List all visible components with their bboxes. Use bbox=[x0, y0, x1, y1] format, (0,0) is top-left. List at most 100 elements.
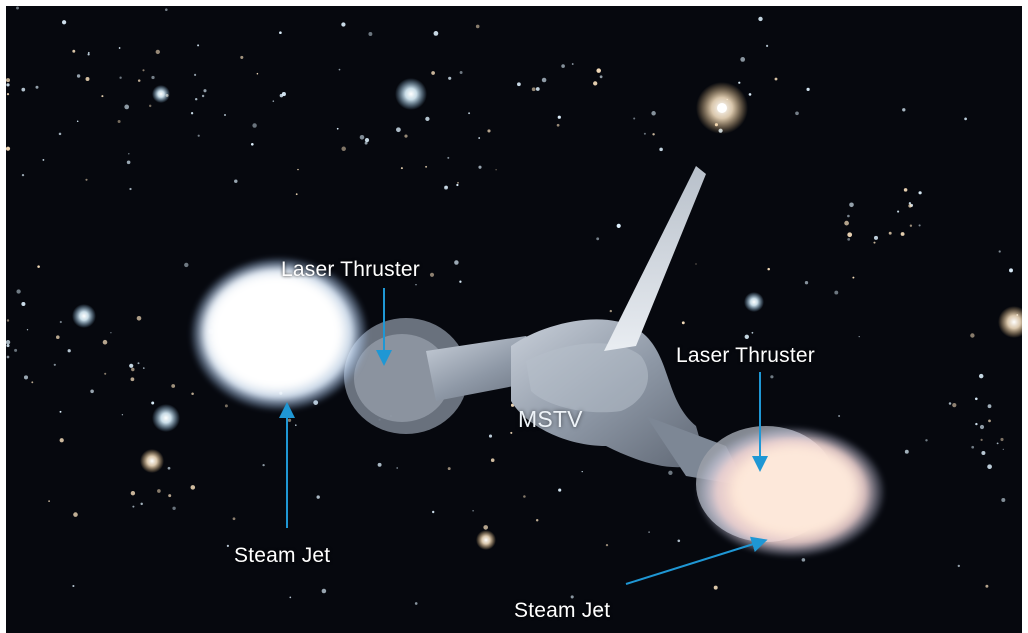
star bbox=[596, 68, 601, 73]
star bbox=[129, 363, 134, 368]
bright-star bbox=[744, 292, 764, 312]
star bbox=[751, 331, 754, 334]
star bbox=[558, 488, 562, 492]
star bbox=[1001, 498, 1006, 502]
star bbox=[909, 224, 913, 227]
star bbox=[359, 135, 365, 140]
star bbox=[90, 389, 94, 394]
star bbox=[597, 608, 602, 613]
star bbox=[425, 165, 428, 168]
star bbox=[85, 178, 88, 181]
star bbox=[695, 263, 697, 265]
star bbox=[987, 464, 992, 470]
star bbox=[806, 87, 810, 92]
star bbox=[151, 75, 155, 80]
star bbox=[844, 220, 849, 226]
star bbox=[140, 502, 143, 506]
star bbox=[457, 181, 459, 184]
star bbox=[232, 517, 236, 521]
star bbox=[130, 491, 136, 496]
star bbox=[593, 81, 598, 86]
star bbox=[14, 348, 18, 352]
star bbox=[289, 596, 292, 599]
bright-star bbox=[998, 306, 1022, 338]
star bbox=[272, 100, 275, 102]
star bbox=[87, 51, 90, 54]
star bbox=[908, 202, 912, 205]
star bbox=[16, 289, 21, 294]
star bbox=[766, 44, 769, 47]
star bbox=[964, 117, 967, 121]
star bbox=[142, 69, 145, 72]
star bbox=[744, 334, 749, 339]
label-laser-thruster-left: Laser Thruster bbox=[281, 258, 420, 281]
star bbox=[804, 281, 809, 285]
star bbox=[26, 329, 29, 331]
star bbox=[61, 20, 67, 25]
star bbox=[459, 280, 462, 283]
star bbox=[321, 588, 327, 594]
star bbox=[59, 320, 62, 324]
star bbox=[21, 87, 26, 92]
star bbox=[900, 232, 905, 236]
star bbox=[35, 85, 39, 89]
star bbox=[852, 276, 855, 279]
star bbox=[979, 424, 985, 430]
star bbox=[234, 179, 238, 183]
star bbox=[48, 500, 50, 502]
bright-star bbox=[395, 78, 427, 110]
bright-star bbox=[140, 449, 164, 473]
star bbox=[128, 153, 130, 155]
star bbox=[847, 232, 853, 238]
star bbox=[368, 32, 373, 36]
bright-star-core bbox=[717, 103, 727, 113]
star bbox=[87, 53, 90, 56]
star bbox=[191, 392, 194, 396]
star bbox=[652, 133, 655, 136]
star bbox=[510, 431, 513, 434]
star bbox=[531, 87, 536, 92]
star bbox=[377, 462, 382, 467]
star bbox=[541, 77, 547, 83]
star bbox=[609, 309, 612, 313]
star bbox=[137, 79, 141, 82]
star bbox=[58, 132, 62, 136]
star bbox=[748, 93, 752, 96]
central-body-highlight bbox=[526, 343, 649, 413]
star bbox=[201, 94, 205, 98]
star bbox=[224, 114, 226, 116]
star bbox=[226, 544, 230, 548]
star bbox=[1000, 437, 1004, 442]
star bbox=[190, 112, 194, 115]
star bbox=[488, 434, 493, 438]
star bbox=[902, 108, 906, 112]
star bbox=[124, 104, 130, 110]
star bbox=[341, 22, 346, 27]
star bbox=[444, 185, 448, 190]
star bbox=[970, 333, 975, 338]
star bbox=[72, 584, 75, 588]
star bbox=[137, 362, 140, 365]
star bbox=[136, 315, 142, 321]
star bbox=[801, 558, 806, 562]
star bbox=[23, 375, 29, 380]
star bbox=[849, 202, 854, 208]
star bbox=[847, 214, 850, 218]
star bbox=[297, 168, 299, 171]
star bbox=[468, 112, 471, 115]
star bbox=[364, 141, 368, 145]
star bbox=[6, 83, 10, 87]
star bbox=[338, 68, 341, 71]
star bbox=[758, 16, 763, 22]
star bbox=[59, 410, 62, 413]
star bbox=[336, 127, 339, 130]
star bbox=[599, 75, 603, 79]
star bbox=[171, 384, 176, 388]
star bbox=[281, 92, 286, 97]
star bbox=[838, 415, 841, 417]
star bbox=[616, 223, 621, 228]
star bbox=[404, 134, 408, 138]
bright-star bbox=[476, 530, 496, 550]
star bbox=[37, 265, 40, 268]
star bbox=[918, 224, 921, 227]
